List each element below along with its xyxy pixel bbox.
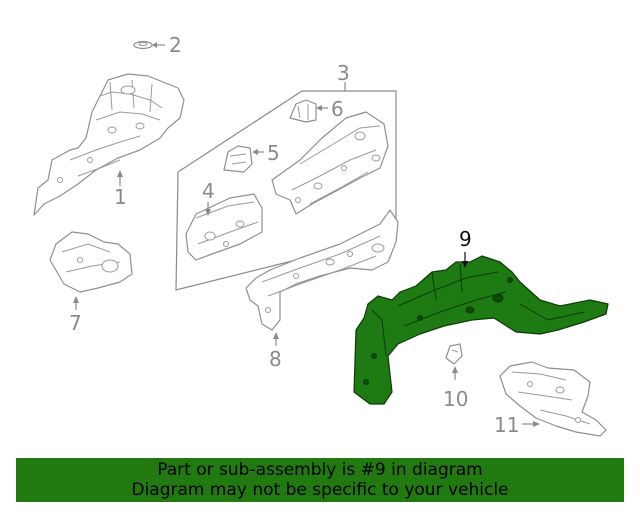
part-10-clip	[445, 343, 463, 380]
callout-10[interactable]: 10	[443, 387, 468, 411]
part-8-side-member	[245, 209, 399, 346]
part-5-bracket	[223, 145, 264, 173]
part-11-extension	[499, 361, 607, 437]
part-1-apron-assembly	[33, 73, 185, 216]
callout-2[interactable]: 2	[169, 33, 182, 57]
part-6-bracket	[289, 99, 328, 123]
part-7-bracket	[49, 231, 133, 310]
callout-3[interactable]: 3	[337, 61, 350, 85]
part-4-reinforcement	[185, 193, 263, 261]
callout-4[interactable]: 4	[202, 179, 215, 203]
callout-8[interactable]: 8	[269, 347, 282, 371]
part-9-front-side-member	[353, 252, 609, 405]
info-banner: Part or sub-assembly is #9 in diagram Di…	[16, 458, 624, 502]
part-2-grommet	[133, 40, 165, 50]
callout-7[interactable]: 7	[69, 311, 82, 335]
callout-1[interactable]: 1	[114, 185, 127, 209]
part-3-group-frame	[175, 82, 397, 291]
part-3-inner-member	[271, 111, 389, 215]
callout-11[interactable]: 11	[494, 413, 519, 437]
callout-9[interactable]: 9	[459, 227, 472, 251]
banner-line-1: Part or sub-assembly is #9 in diagram	[157, 460, 483, 480]
parts-diagram: 2 1 3 6 5	[33, 33, 609, 437]
callout-5[interactable]: 5	[267, 141, 280, 165]
callout-6[interactable]: 6	[331, 97, 344, 121]
banner-line-2: Diagram may not be specific to your vehi…	[131, 480, 509, 500]
